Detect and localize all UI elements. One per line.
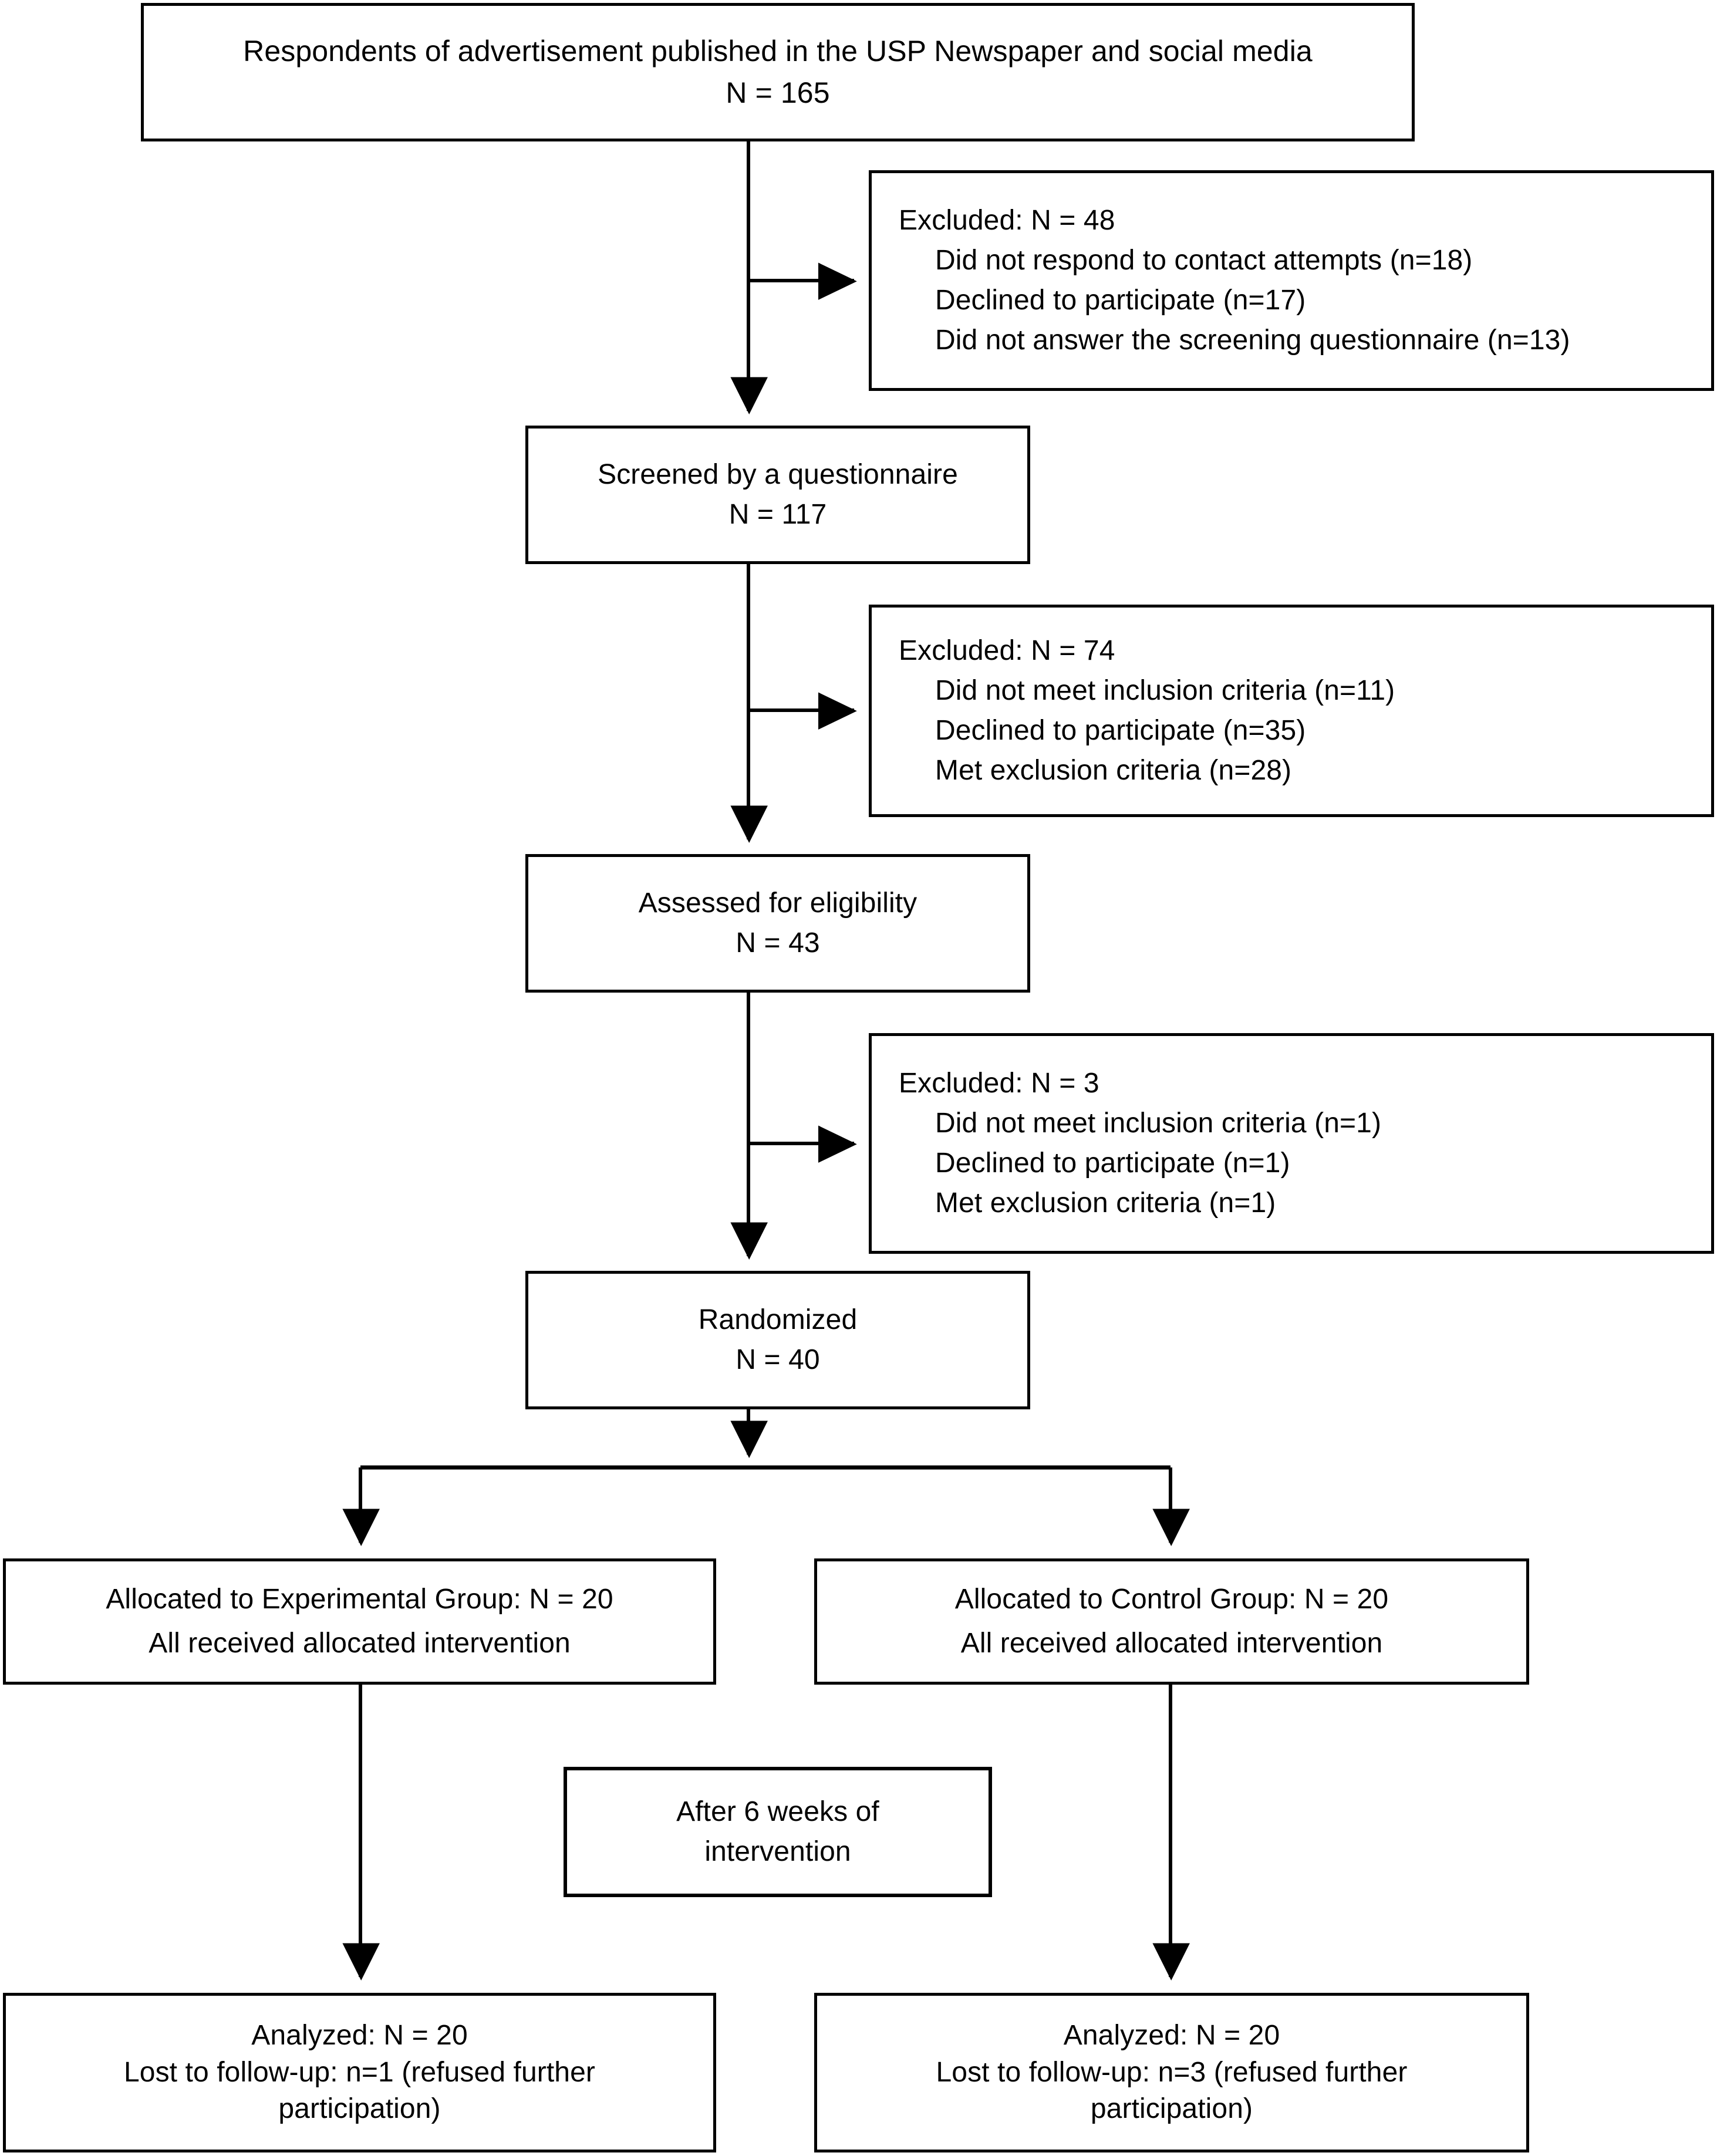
respondents-line-1: Respondents of advertisement published i… bbox=[243, 35, 1313, 68]
excluded-2-heading: Excluded: N = 74 bbox=[899, 635, 1115, 666]
alloc-exp-line-2: All received allocated intervention bbox=[149, 1627, 571, 1659]
after-weeks-line-1: After 6 weeks of bbox=[676, 1796, 879, 1827]
node-excluded-2: Excluded: N = 74 Did not meet inclusion … bbox=[869, 605, 1714, 817]
node-assessed-for-eligibility: Assessed for eligibility N = 43 bbox=[525, 854, 1030, 993]
node-screened: Screened by a questionnaire N = 117 bbox=[525, 426, 1030, 564]
analyzed-ctl-line-2: Lost to follow-up: n=3 (refused further bbox=[936, 2056, 1408, 2088]
excluded-1-heading: Excluded: N = 48 bbox=[899, 204, 1115, 236]
excluded-2-reason-1: Did not meet inclusion criteria (n=11) bbox=[935, 674, 1395, 706]
screened-label: Screened by a questionnaire bbox=[598, 458, 958, 490]
excluded-1-reason-1: Did not respond to contact attempts (n=1… bbox=[935, 244, 1473, 276]
excluded-1-reason-2: Declined to participate (n=17) bbox=[935, 285, 1306, 316]
alloc-ctl-line-2: All received allocated intervention bbox=[960, 1627, 1383, 1659]
alloc-exp-line-1: Allocated to Experimental Group: N = 20 bbox=[106, 1584, 613, 1615]
node-analyzed-experimental: Analyzed: N = 20 Lost to follow-up: n=1 … bbox=[3, 1993, 716, 2152]
excluded-1-reason-3: Did not answer the screening questionnai… bbox=[935, 325, 1570, 356]
node-respondents: Respondents of advertisement published i… bbox=[141, 3, 1415, 141]
after-weeks-line-2: intervention bbox=[704, 1836, 851, 1867]
node-analyzed-control: Analyzed: N = 20 Lost to follow-up: n=3 … bbox=[814, 1993, 1529, 2152]
excluded-2-reason-3: Met exclusion criteria (n=28) bbox=[935, 755, 1292, 787]
excluded-3-reason-3: Met exclusion criteria (n=1) bbox=[935, 1187, 1276, 1219]
node-randomized: Randomized N = 40 bbox=[525, 1271, 1030, 1409]
node-after-intervention-period: After 6 weeks of intervention bbox=[564, 1767, 992, 1897]
node-excluded-1: Excluded: N = 48 Did not respond to cont… bbox=[869, 170, 1714, 391]
assessed-count: N = 43 bbox=[736, 927, 820, 959]
excluded-3-reason-1: Did not meet inclusion criteria (n=1) bbox=[935, 1107, 1382, 1139]
node-allocated-experimental: Allocated to Experimental Group: N = 20 … bbox=[3, 1558, 716, 1685]
excluded-3-reason-2: Declined to participate (n=1) bbox=[935, 1148, 1290, 1179]
alloc-ctl-line-1: Allocated to Control Group: N = 20 bbox=[954, 1584, 1389, 1615]
analyzed-ctl-line-1: Analyzed: N = 20 bbox=[1063, 2020, 1280, 2052]
excluded-2-reason-2: Declined to participate (n=35) bbox=[935, 715, 1306, 746]
respondents-count: N = 165 bbox=[726, 76, 830, 109]
analyzed-exp-line-2: Lost to follow-up: n=1 (refused further bbox=[123, 2056, 595, 2088]
node-excluded-3: Excluded: N = 3 Did not meet inclusion c… bbox=[869, 1033, 1714, 1254]
screened-count: N = 117 bbox=[728, 499, 827, 530]
analyzed-exp-line-1: Analyzed: N = 20 bbox=[251, 2020, 468, 2052]
excluded-3-heading: Excluded: N = 3 bbox=[899, 1067, 1099, 1099]
analyzed-ctl-line-3: participation) bbox=[1090, 2093, 1253, 2125]
randomized-label: Randomized bbox=[698, 1304, 858, 1335]
randomized-count: N = 40 bbox=[736, 1344, 820, 1375]
assessed-label: Assessed for eligibility bbox=[638, 887, 917, 919]
node-allocated-control: Allocated to Control Group: N = 20 All r… bbox=[814, 1558, 1529, 1685]
analyzed-exp-line-3: participation) bbox=[278, 2093, 441, 2125]
